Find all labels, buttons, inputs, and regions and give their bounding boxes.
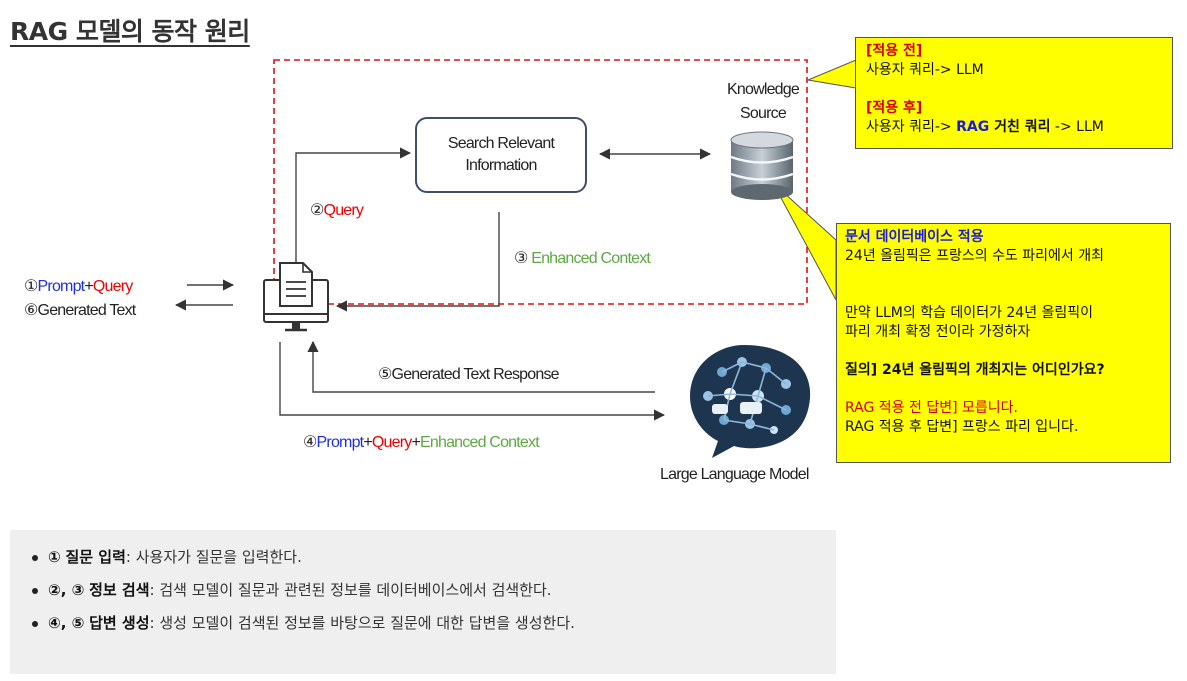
combined-context-text: Enhanced Context	[420, 434, 540, 451]
input-label: ①Prompt+Query	[24, 276, 133, 296]
enhanced-context-label: ③ Enhanced Context	[514, 248, 651, 268]
note-example-line1: 24년 올림픽은 프랑스의 수도 파리에서 개최	[845, 248, 1105, 264]
summary-item-nums: ①	[48, 548, 61, 566]
summary-item-head: 정보 검색	[89, 581, 150, 599]
combined-arrow	[279, 342, 666, 421]
page-title: RAG 모델의 동작 원리	[10, 17, 250, 46]
combined-plus-1: +	[363, 434, 372, 451]
llm-label: Large Language Model	[660, 466, 809, 483]
summary-item-text: : 사용자가 질문을 입력한다.	[125, 548, 302, 566]
summary-box: ① 질문 입력: 사용자가 질문을 입력한다. ②, ③ 정보 검색: 검색 모…	[10, 530, 836, 674]
response-step-num: ⑤	[378, 366, 392, 383]
combined-plus-2: +	[411, 434, 420, 451]
note-after-head: [적용 후]	[866, 100, 923, 116]
summary-item-text: : 검색 모델이 질문과 관련된 정보를 데이터베이스에서 검색한다.	[149, 581, 552, 599]
note-after-prefix: 사용자 쿼리->	[866, 119, 957, 135]
summary-item-head: 답변 생성	[89, 614, 150, 632]
search-box-line1: Search Relevant	[447, 135, 555, 152]
query-label: ②Query	[310, 200, 364, 220]
response-label: ⑤Generated Text Response	[378, 364, 560, 384]
knowledge-source-label: Knowledge Source	[718, 78, 808, 126]
summary-item-nums: ②, ③	[48, 581, 85, 599]
computer-icon	[263, 262, 329, 332]
input-prompt-text: Prompt	[37, 278, 86, 295]
output-text: Generated Text	[37, 302, 137, 319]
search-box-line2: Information	[465, 157, 537, 174]
search-relevant-info-box: Search Relevant Information	[415, 117, 587, 193]
summary-item-generate: ④, ⑤ 답변 생성: 생성 모델이 검색된 정보를 바탕으로 질문에 대한 답…	[32, 614, 836, 633]
note-example-line3: 파리 개최 확정 전이라 가정하자	[845, 324, 1031, 340]
summary-item-nums: ④, ⑤	[48, 614, 85, 632]
note-example-head: 문서 데이터베이스 적용	[845, 229, 984, 245]
summary-item-head: 질문 입력	[65, 548, 126, 566]
note-example-answer-before: RAG 적용 전 답변] 모릅니다.	[845, 400, 1018, 416]
note-after-line: 사용자 쿼리-> RAG 거친 쿼리 -> LLM	[866, 118, 1162, 137]
note-before-text: 사용자 쿼리-> LLM	[866, 62, 984, 78]
summary-list: ① 질문 입력: 사용자가 질문을 입력한다. ②, ③ 정보 검색: 검색 모…	[10, 530, 836, 633]
output-label: ⑥Generated Text	[24, 300, 137, 320]
input-query-text: Query	[92, 278, 133, 295]
note-top-pointer	[806, 59, 857, 89]
note-example: 문서 데이터베이스 적용 24년 올림픽은 프랑스의 수도 파리에서 개최 만약…	[836, 223, 1171, 463]
note-before-after: [적용 전] 사용자 쿼리-> LLM [적용 후] 사용자 쿼리-> RAG …	[855, 37, 1173, 149]
summary-item-search: ②, ③ 정보 검색: 검색 모델이 질문과 관련된 정보를 데이터베이스에서 …	[32, 581, 836, 600]
note-bottom-pointer	[772, 182, 837, 301]
enhanced-context-text: Enhanced Context	[531, 250, 651, 267]
query-arrow	[295, 147, 412, 268]
combined-label: ④Prompt+Query+Enhanced Context	[303, 432, 540, 452]
response-arrow	[307, 340, 655, 393]
enhanced-context-arrow	[335, 212, 500, 312]
note-after-rag: RAG	[956, 119, 990, 135]
llm-brain-icon	[690, 345, 811, 458]
database-icon	[730, 131, 794, 200]
note-after-suffix: -> LLM	[1050, 119, 1104, 135]
combined-query-text: Query	[371, 434, 412, 451]
note-after-mid: 거친 쿼리	[989, 119, 1051, 135]
response-text: Generated Text Response	[391, 366, 560, 383]
knowledge-source-line1: Knowledge	[727, 81, 800, 98]
note-example-line2: 만약 LLM의 학습 데이터가 24년 올림픽이	[845, 305, 1094, 321]
note-before-head: [적용 전]	[866, 43, 923, 59]
knowledge-source-line2: Source	[740, 105, 787, 122]
summary-item-input: ① 질문 입력: 사용자가 질문을 입력한다.	[32, 548, 836, 567]
note-example-answer-after: RAG 적용 후 답변] 프랑스 파리 입니다.	[845, 419, 1079, 435]
query-text: Query	[323, 202, 364, 219]
rag-boundary	[273, 59, 808, 305]
note-example-question: 질의] 24년 올림픽의 개최지는 어디인가요?	[845, 362, 1105, 378]
query-step-num: ②	[310, 202, 324, 219]
input-plus: +	[84, 278, 93, 295]
enhanced-step-num: ③	[514, 250, 528, 267]
summary-item-text: : 생성 모델이 검색된 정보를 바탕으로 질문에 대한 답변을 생성한다.	[149, 614, 575, 632]
output-step-num: ⑥	[24, 302, 38, 319]
combined-step-num: ④	[303, 434, 317, 451]
combined-prompt-text: Prompt	[316, 434, 365, 451]
input-step-num: ①	[24, 278, 38, 295]
